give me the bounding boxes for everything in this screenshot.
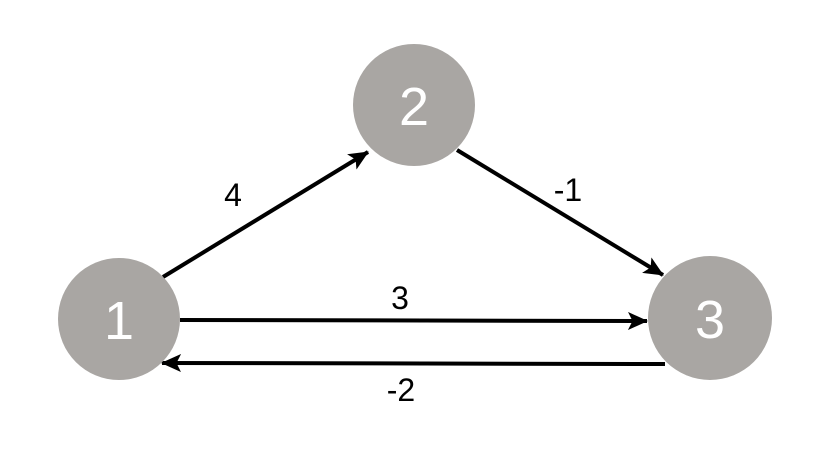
edge-weight-1-to-3: 3 <box>391 280 409 316</box>
edge-2-to-3 <box>455 148 665 277</box>
edge-weight-2-to-3: -1 <box>554 172 582 208</box>
node-1 <box>58 258 180 380</box>
node-label-1: 1 <box>104 291 134 351</box>
node-2 <box>353 44 475 166</box>
edge-1-to-3 <box>179 311 648 330</box>
edge-weight-1-to-2: 4 <box>224 177 242 213</box>
edge-weight-3-to-1: -2 <box>387 372 415 408</box>
edge-1-to-2 <box>161 150 370 279</box>
node-label-3: 3 <box>695 290 725 350</box>
node-label-2: 2 <box>399 77 429 137</box>
node-3 <box>648 256 772 380</box>
edge-3-to-1 <box>161 354 666 373</box>
